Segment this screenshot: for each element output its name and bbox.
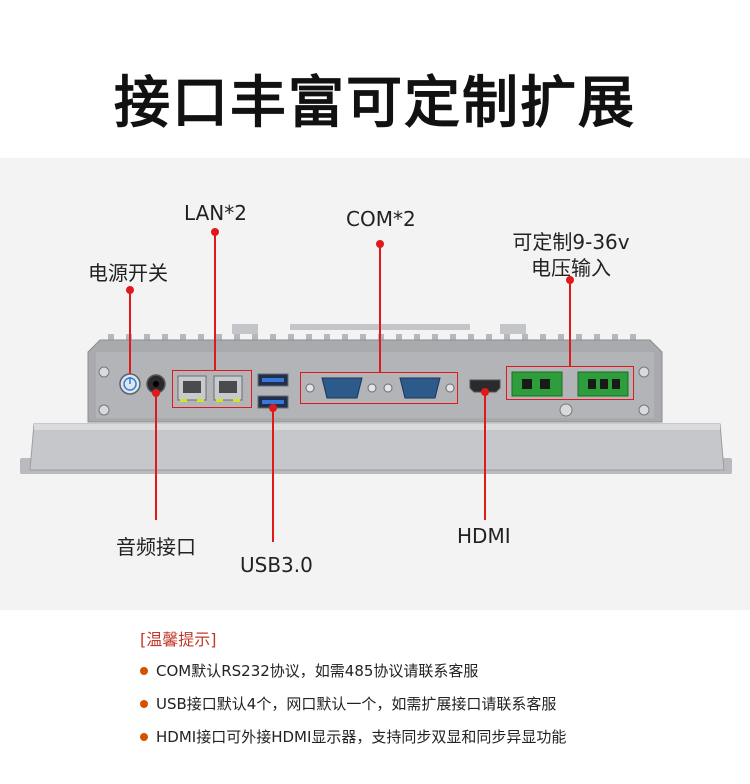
- usb-port-icon: [257, 373, 289, 409]
- audio-leader: [155, 393, 157, 520]
- hdmi-label: HDMI: [457, 524, 511, 548]
- com-highlight-box: [300, 372, 458, 404]
- hdmi-leader: [484, 392, 486, 520]
- tips-title: [温馨提示]: [140, 630, 217, 649]
- lan-highlight-box: [172, 370, 252, 408]
- db9-serial-port-icon: [305, 377, 455, 399]
- power-input-label-line1: 可定制9-36v: [512, 230, 630, 254]
- power-input-highlight-box: [506, 366, 634, 400]
- usb-label: USB3.0: [240, 553, 313, 577]
- power-switch-label: 电源开关: [88, 261, 168, 285]
- power-button-icon: [119, 373, 141, 395]
- tip-item: HDMI接口可外接HDMI显示器，支持同步双显和同步异显功能: [140, 726, 566, 747]
- tips-section: [温馨提示] COM默认RS232协议，如需485协议请联系客服 USB接口默认…: [140, 626, 566, 759]
- screw-icon: [98, 366, 650, 417]
- power-switch-leader-dot: [126, 286, 134, 294]
- power-input-leader: [569, 280, 571, 366]
- bullet-dot-icon: [140, 732, 148, 741]
- power-input-label-line2: 电压输入: [531, 256, 611, 280]
- tip-text: HDMI接口可外接HDMI显示器，支持同步双显和同步异显功能: [156, 728, 567, 746]
- bullet-dot-icon: [140, 699, 148, 708]
- audio-label: 音频接口: [116, 535, 196, 559]
- tip-text: COM默认RS232协议，如需485协议请联系客服: [156, 662, 479, 680]
- page-title: 接口丰富可定制扩展: [114, 71, 636, 136]
- audio-leader-dot: [152, 389, 160, 397]
- com-leader: [379, 244, 381, 372]
- power-switch-leader: [129, 290, 131, 374]
- hdmi-port-icon: [469, 379, 501, 393]
- lan-leader: [214, 232, 216, 370]
- bullet-dot-icon: [140, 666, 148, 675]
- com-leader-dot: [376, 240, 384, 248]
- ethernet-port-icon: [177, 375, 243, 402]
- lan-label: LAN*2: [184, 201, 247, 225]
- audio-jack-icon: [146, 374, 166, 394]
- power-input-label: 可定制9-36v 电压输入: [506, 229, 636, 281]
- tip-text: USB接口默认4个，网口默认一个，如需扩展接口请联系客服: [156, 695, 557, 713]
- usb-leader-dot: [269, 404, 277, 412]
- device-side-illustration: [20, 324, 732, 474]
- tip-item: COM默认RS232协议，如需485协议请联系客服: [140, 660, 566, 681]
- hdmi-leader-dot: [481, 388, 489, 396]
- lan-leader-dot: [211, 228, 219, 236]
- tip-item: USB接口默认4个，网口默认一个，如需扩展接口请联系客服: [140, 693, 566, 714]
- terminal-block-icon: [511, 371, 629, 397]
- com-label: COM*2: [346, 207, 416, 231]
- usb-leader: [272, 408, 274, 542]
- power-input-leader-dot: [566, 276, 574, 284]
